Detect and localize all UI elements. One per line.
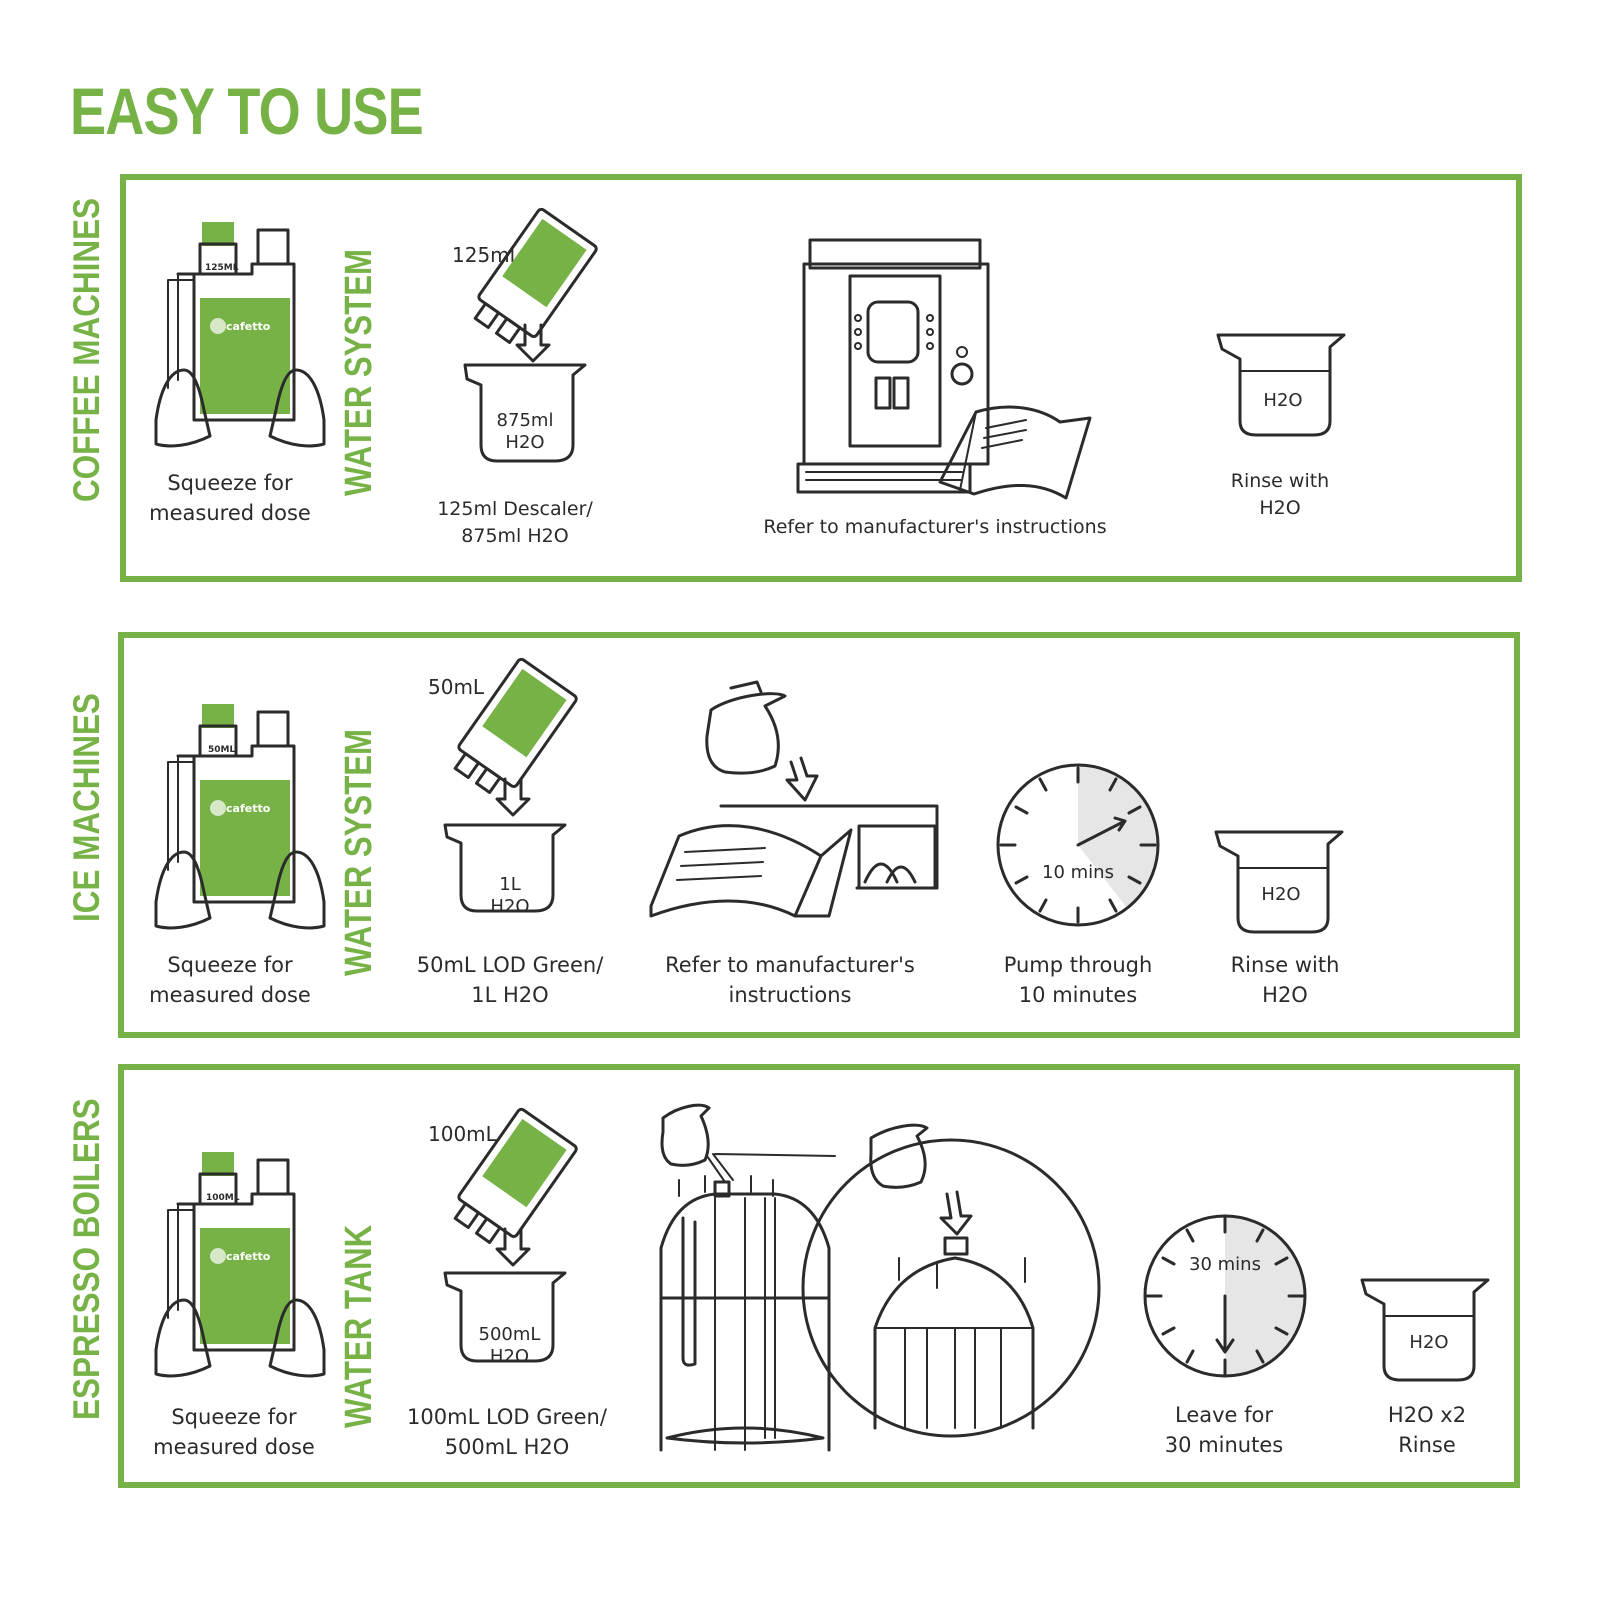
sachet-pour-icon — [443, 657, 578, 913]
panel-ice-machines — [118, 632, 1520, 1038]
caption-line: Squeeze for — [167, 953, 293, 977]
bottle-hands-icon — [154, 1152, 326, 1378]
caption-line: instructions — [728, 983, 852, 1007]
dose-label: 125ml — [452, 243, 516, 267]
bottle-brand: cafetto — [226, 802, 271, 815]
caption-line: 500mL H2O — [444, 1435, 570, 1459]
measuring-jug-icon — [1360, 1278, 1490, 1382]
clock-caption: Pump through 10 minutes — [978, 950, 1178, 1010]
caption-line: Squeeze for — [167, 471, 293, 495]
boiler-tank-icon — [659, 1103, 1101, 1452]
bottle-brand: cafetto — [226, 320, 271, 333]
dose-caption: 100mL LOD Green/ 500mL H2O — [394, 1402, 620, 1462]
side-label-ice-machines: ICE MACHINES — [66, 693, 107, 922]
caption-line: H2O x2 — [1387, 1403, 1467, 1427]
sachet-pour-icon — [443, 1107, 578, 1363]
manual-caption: Refer to manufacturer's instructions — [763, 516, 1107, 538]
bottle-measure-label: 50ML — [208, 745, 236, 755]
caption-line: 1L H2O — [471, 983, 549, 1007]
bottle-measure-label: 100ML — [206, 1193, 240, 1203]
rinse-jug-text: H2O — [1263, 390, 1303, 411]
clock-text: 10 mins — [1042, 862, 1114, 883]
bottle-measure-label: 125ML — [205, 263, 239, 273]
dose-label: 50mL — [428, 675, 485, 699]
caption-line: measured dose — [153, 1435, 315, 1459]
clock-10-mins-icon — [996, 763, 1160, 927]
caption-line: measured dose — [149, 983, 311, 1007]
caption-line: H2O — [1259, 497, 1301, 519]
dose-label: 100mL — [428, 1122, 497, 1146]
caption-line: Rinse with — [1230, 470, 1330, 492]
side-label-coffee-machines: COFFEE MACHINES — [66, 197, 107, 502]
sachet-pour-icon — [463, 207, 598, 463]
system-label: WATER SYSTEM — [338, 729, 380, 976]
jug-line: H2O — [505, 432, 545, 453]
manual-caption: Refer to manufacturer's instructions — [640, 950, 940, 1010]
jug-line: 1L — [499, 874, 521, 895]
jug-line: 875ml — [496, 410, 554, 431]
dose-caption: 50mL LOD Green/ 1L H2O — [400, 950, 620, 1010]
panel-espresso-boilers — [118, 1064, 1520, 1488]
bottle-brand: cafetto — [226, 1250, 271, 1263]
page-title: EASY TO USE — [70, 74, 424, 148]
caption-line: 50mL LOD Green/ — [416, 953, 604, 977]
caption-line: Squeeze for — [171, 1405, 297, 1429]
rinse-caption: Rinse with H2O — [1200, 950, 1370, 1010]
jug-text: 1L H2O — [470, 874, 550, 918]
bottle-hands-icon — [154, 704, 326, 930]
dose-caption: 125ml Descaler/ 875ml H2O — [410, 496, 620, 550]
caption-line: H2O — [1262, 983, 1308, 1007]
system-label: WATER SYSTEM — [338, 249, 380, 496]
measuring-jug-icon — [1214, 830, 1344, 934]
panel-coffee-machines — [120, 174, 1522, 582]
jug-line: 500mL — [478, 1324, 541, 1345]
clock-caption: Leave for 30 minutes — [1124, 1400, 1324, 1460]
clock-30-mins-icon — [1143, 1214, 1307, 1378]
coffee-machine-icon — [796, 238, 1092, 500]
side-label-espresso-boilers: ESPRESSO BOILERS — [66, 1098, 107, 1420]
caption-line: 125ml Descaler/ — [437, 498, 593, 520]
caption-line: 100mL LOD Green/ — [407, 1405, 607, 1429]
caption-line: Pump through — [1003, 953, 1153, 977]
squeeze-caption: Squeeze for measured dose — [130, 950, 330, 1010]
caption-line: 875ml H2O — [461, 525, 569, 547]
rinse-jug-text: H2O — [1261, 884, 1301, 905]
jug-line: H2O — [490, 896, 530, 917]
squeeze-caption: Squeeze for measured dose — [130, 468, 330, 528]
measuring-jug-icon — [1216, 333, 1346, 437]
caption-line: 10 minutes — [1018, 983, 1138, 1007]
caption-line: Leave for — [1174, 1403, 1274, 1427]
caption-line: measured dose — [149, 501, 311, 525]
jug-text: 500mL H2O — [462, 1324, 557, 1368]
caption-line: Refer to manufacturer's — [665, 953, 915, 977]
jug-text: 875ml H2O — [480, 410, 570, 454]
caption-line: Rinse — [1398, 1433, 1456, 1457]
caption-line: Rinse with — [1230, 953, 1340, 977]
bottle-hands-icon — [154, 222, 326, 448]
rinse-caption: Rinse with H2O — [1200, 468, 1360, 522]
system-label: WATER TANK — [338, 1224, 380, 1428]
ice-machine-manual-icon — [649, 680, 939, 918]
caption-line: 30 minutes — [1164, 1433, 1284, 1457]
clock-text: 30 mins — [1189, 1254, 1261, 1275]
squeeze-caption: Squeeze for measured dose — [134, 1402, 334, 1462]
rinse-caption: H2O x2 Rinse — [1352, 1400, 1502, 1460]
jug-line: H2O — [489, 1346, 530, 1367]
rinse-jug-text: H2O — [1409, 1332, 1449, 1353]
